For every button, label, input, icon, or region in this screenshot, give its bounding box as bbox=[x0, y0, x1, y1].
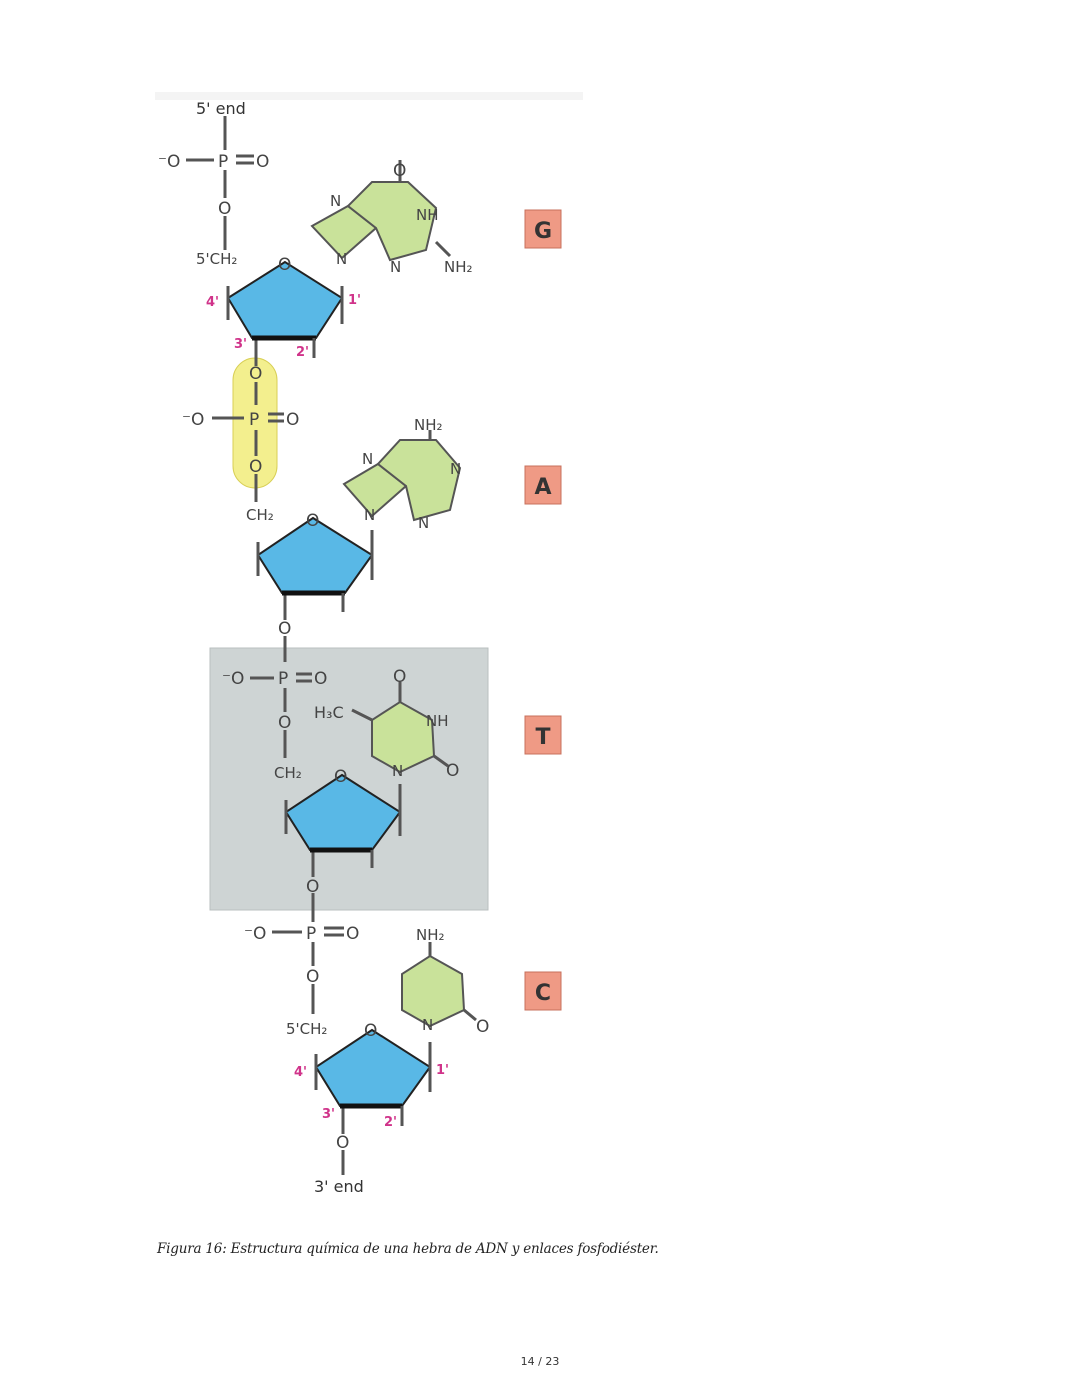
page-number: 14 / 23 bbox=[520, 1355, 560, 1368]
atom-n: N bbox=[422, 1016, 433, 1034]
atom-n: N bbox=[418, 514, 429, 532]
thymine-base bbox=[351, 682, 449, 774]
atom-o: O bbox=[278, 255, 291, 275]
carbon-3: 3' bbox=[322, 1107, 335, 1122]
guanine-base bbox=[310, 160, 452, 262]
atom-n: N bbox=[330, 192, 341, 210]
atom-n: N bbox=[336, 250, 347, 268]
atom-nh: NH bbox=[416, 206, 439, 224]
atom-o: O bbox=[278, 619, 291, 639]
atom-o: O bbox=[218, 199, 231, 219]
atom-nh2: NH₂ bbox=[414, 416, 443, 434]
atom-o-minus: ⁻O bbox=[182, 410, 204, 430]
carbon-4: 4' bbox=[206, 295, 219, 310]
carbon-1: 1' bbox=[348, 293, 361, 308]
atom-labels: 5' end ⁻O P O O 5'CH₂ O N NH O N N NH₂ O… bbox=[158, 99, 489, 1196]
carbon-2: 2' bbox=[384, 1115, 397, 1130]
atom-n: N bbox=[392, 762, 403, 780]
carbon-4: 4' bbox=[294, 1065, 307, 1080]
figure-caption: Figura 16: Estructura química de una heb… bbox=[157, 1241, 659, 1257]
atom-o: O bbox=[334, 767, 347, 787]
sugar-ring-2 bbox=[256, 516, 374, 612]
atom-o-minus: ⁻O bbox=[244, 924, 266, 944]
svg-text:G: G bbox=[534, 219, 552, 244]
atom-o: O bbox=[306, 511, 319, 531]
svg-text:C: C bbox=[535, 981, 551, 1006]
atom-ch2: CH₂ bbox=[274, 764, 302, 782]
atom-o: O bbox=[256, 152, 269, 172]
atom-o: O bbox=[446, 761, 459, 781]
atom-n: N bbox=[390, 258, 401, 276]
atom-o: O bbox=[306, 877, 319, 897]
atom-o: O bbox=[249, 364, 262, 384]
svg-text:T: T bbox=[535, 725, 550, 750]
atom-o-minus: ⁻O bbox=[158, 152, 180, 172]
atom-o: O bbox=[364, 1021, 377, 1041]
atom-o: O bbox=[336, 1133, 349, 1153]
atom-p: P bbox=[278, 669, 288, 689]
base-label-a: A bbox=[524, 465, 562, 505]
adenine-base bbox=[342, 430, 462, 522]
carbon-2: 2' bbox=[296, 345, 309, 360]
backbone bbox=[186, 116, 345, 1175]
atom-o: O bbox=[346, 924, 359, 944]
atom-o: O bbox=[393, 161, 406, 181]
atom-p: P bbox=[249, 410, 259, 430]
sugar-ring-3 bbox=[284, 773, 402, 868]
end-label-5: 5' end bbox=[196, 99, 246, 118]
atom-o: O bbox=[314, 669, 327, 689]
atom-ch2: CH₂ bbox=[246, 506, 274, 524]
base-label-g: G bbox=[524, 209, 562, 249]
sugar-ring-1 bbox=[226, 260, 344, 358]
atom-nh2: NH₂ bbox=[416, 926, 445, 944]
atom-ch2-5: 5'CH₂ bbox=[286, 1020, 327, 1038]
atom-h3c: H₃C bbox=[314, 703, 344, 722]
base-label-t: T bbox=[524, 715, 562, 755]
atom-n: N bbox=[450, 460, 461, 478]
atom-p: P bbox=[306, 924, 316, 944]
base-label-c: C bbox=[524, 971, 562, 1011]
atom-o: O bbox=[476, 1017, 489, 1037]
atom-o: O bbox=[286, 410, 299, 430]
atom-ch2-5: 5'CH₂ bbox=[196, 250, 237, 268]
atom-nh2: NH₂ bbox=[444, 258, 473, 276]
end-label-3: 3' end bbox=[314, 1177, 364, 1196]
cytosine-base bbox=[401, 942, 477, 1028]
svg-text:A: A bbox=[534, 475, 551, 500]
atom-o: O bbox=[249, 457, 262, 477]
carbon-numbers: 4' 1' 3' 2' 4' 1' 3' 2' bbox=[206, 293, 449, 1130]
atom-n: N bbox=[364, 506, 375, 524]
carbon-1: 1' bbox=[436, 1063, 449, 1078]
figure-top-band bbox=[155, 92, 583, 100]
atom-o-minus: ⁻O bbox=[222, 669, 244, 689]
atom-p: P bbox=[218, 152, 228, 172]
carbon-3: 3' bbox=[234, 337, 247, 352]
atom-n: N bbox=[362, 450, 373, 468]
atom-o: O bbox=[306, 967, 319, 987]
atom-nh: NH bbox=[426, 712, 449, 730]
atom-o: O bbox=[393, 667, 406, 687]
sugar-ring-4 bbox=[314, 1028, 432, 1126]
atom-o: O bbox=[278, 713, 291, 733]
dna-strand-figure: 5' end ⁻O P O O 5'CH₂ O N NH O N N NH₂ O… bbox=[155, 92, 583, 1196]
